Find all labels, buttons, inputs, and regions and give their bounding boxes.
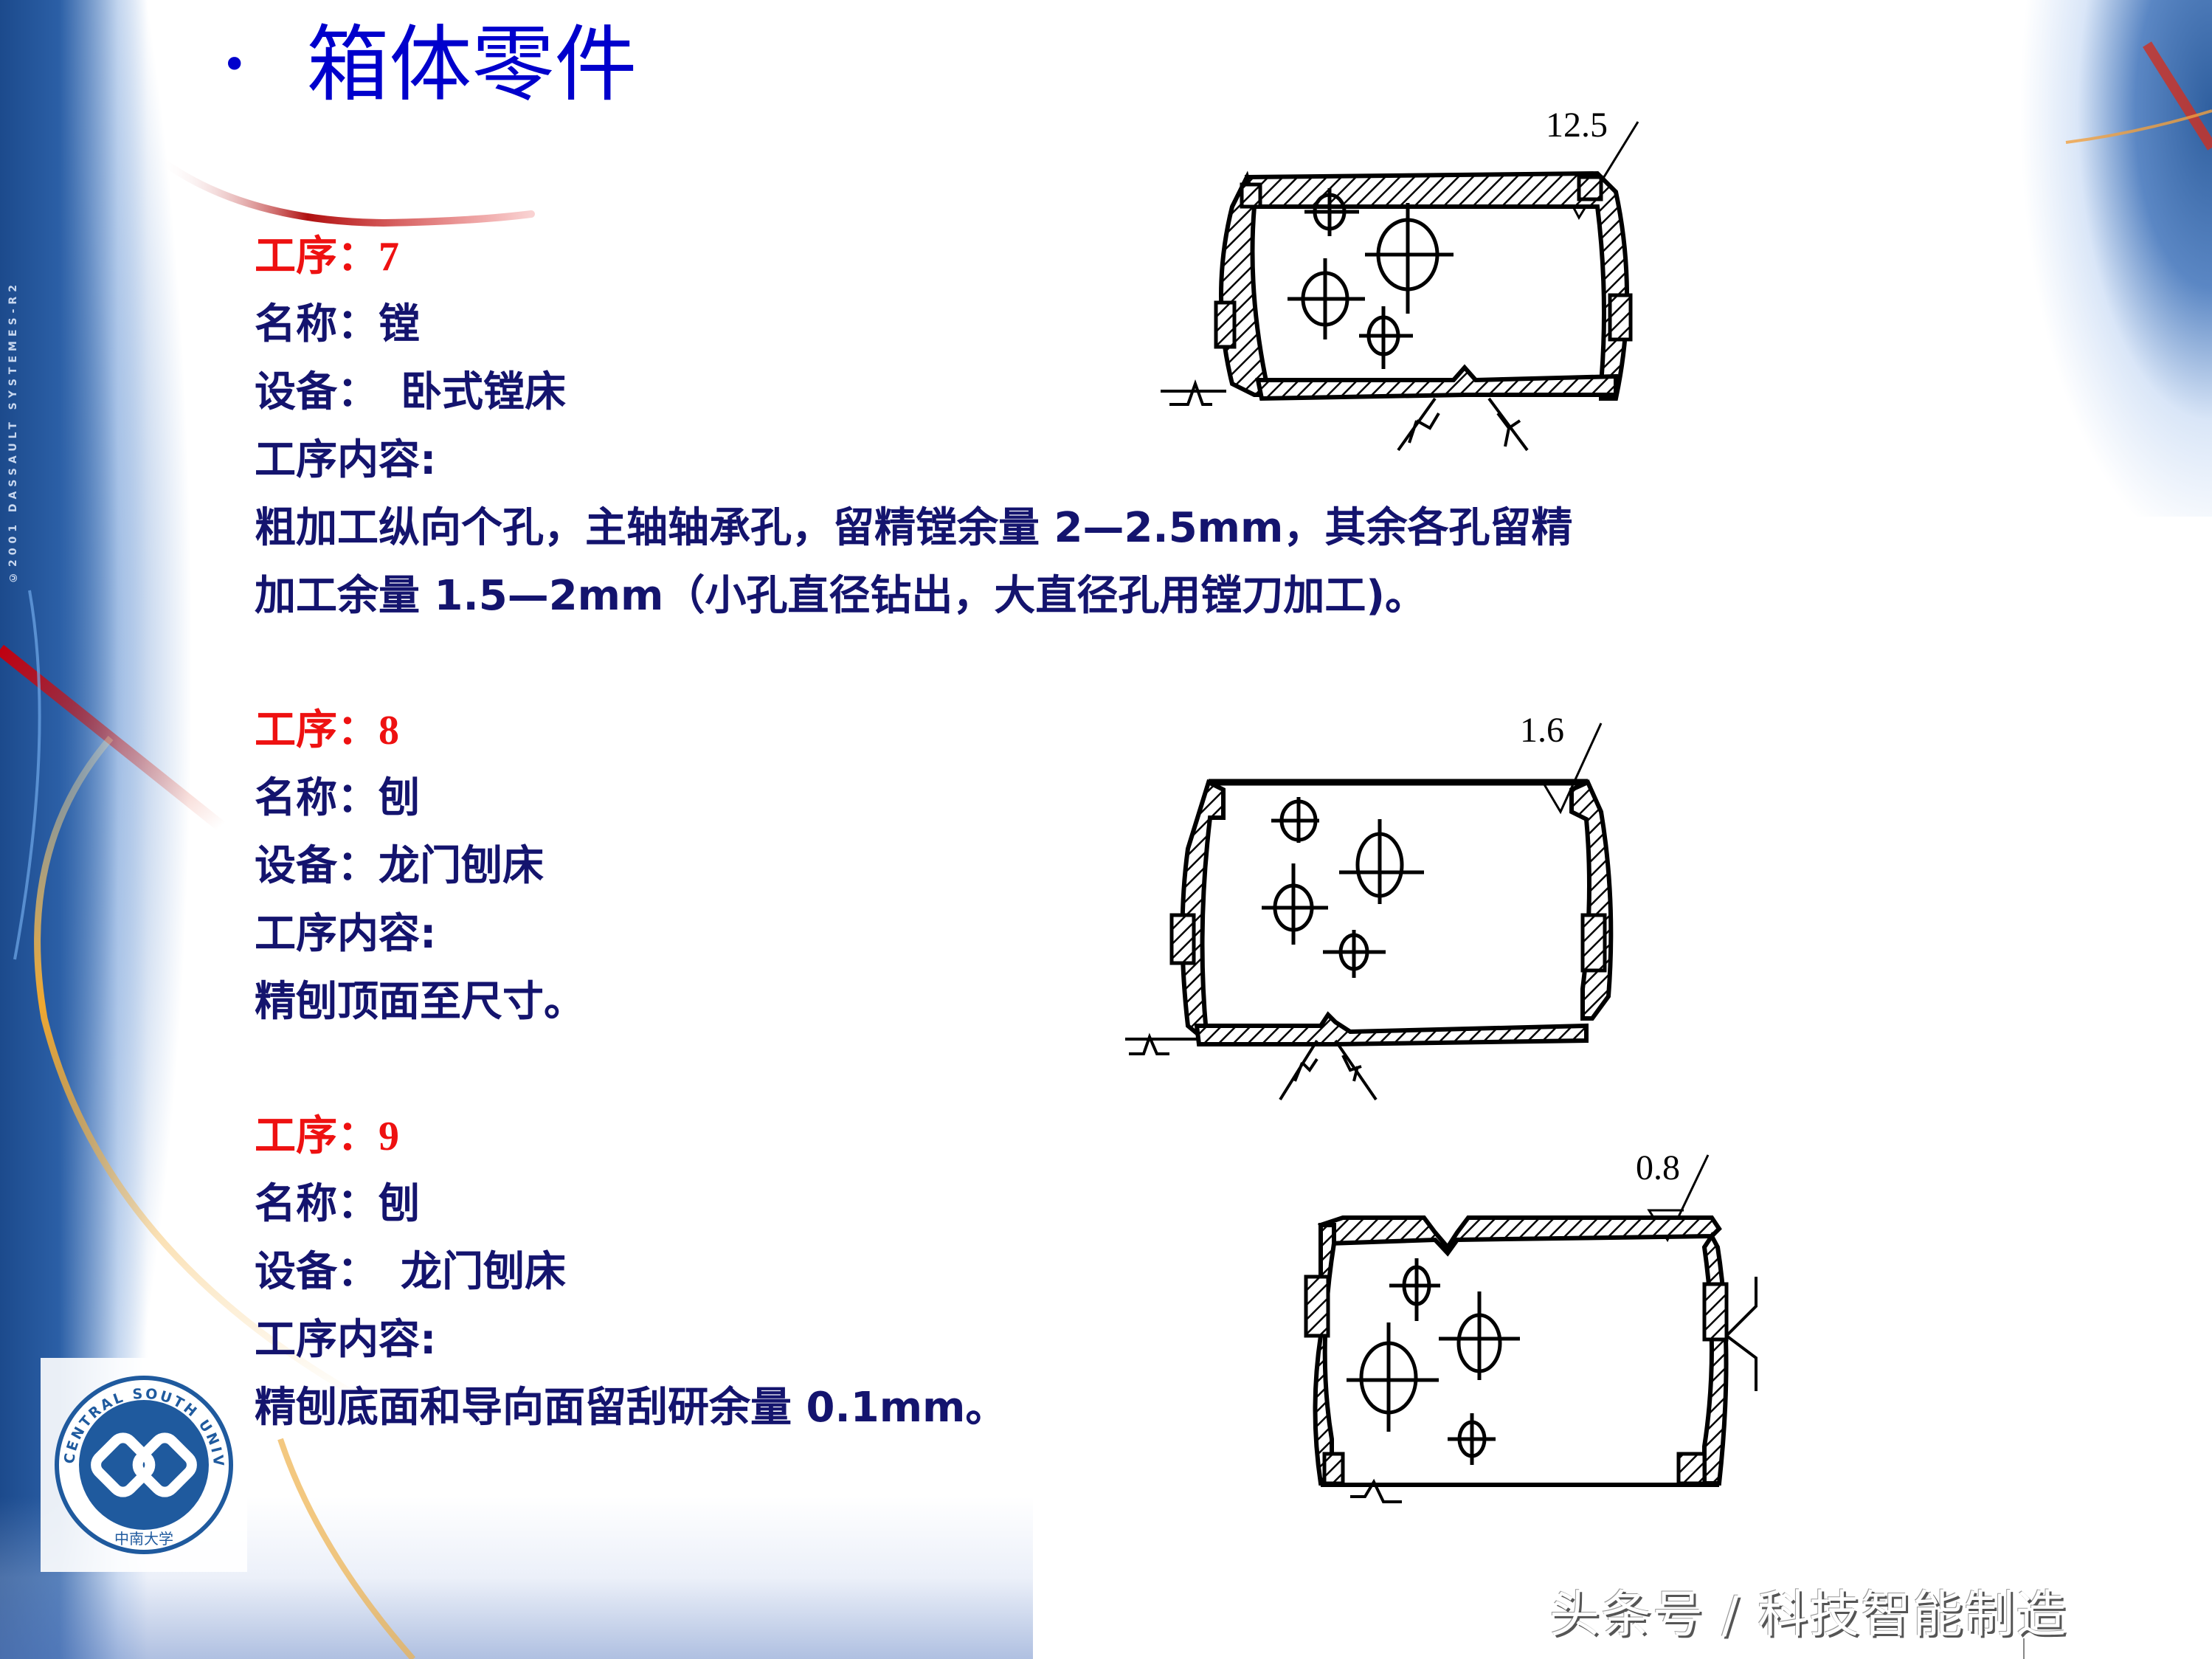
roughness-value: 0.8	[1636, 1148, 1680, 1187]
equipment-value: 龙门刨床	[379, 842, 544, 890]
content-line: 精刨顶面至尺寸。	[255, 978, 585, 1026]
step-number: 7	[379, 234, 399, 280]
step-label: 工序：	[255, 706, 379, 754]
content-line: 加工余量 1.5—2mm（小孔直径钻出，大直径孔用镗刀加工)。	[255, 572, 1426, 620]
step-heading: 工序：8	[255, 697, 585, 765]
content-line: 粗加工纵向个孔，主轴轴承孔，留精镗余量 2—2.5mm，其余各孔留精	[255, 504, 1573, 552]
process-step-7: 工序：7 名称：镗 设备： 卧式镗床 工序内容: 粗加工纵向个孔，主轴轴承孔，留精…	[255, 223, 1572, 630]
equipment-value: 龙门刨床	[401, 1248, 566, 1296]
name-label: 名称：	[255, 300, 379, 348]
section-drawing-step-7: 12.5	[1161, 106, 1639, 452]
step-number: 9	[379, 1114, 399, 1159]
university-logo: CENTRAL SOUTH UNIVERSITY 中南大学	[41, 1358, 247, 1572]
content-label: 工序内容:	[255, 436, 437, 484]
name-value: 刨	[379, 774, 420, 822]
step-heading: 工序：9	[255, 1103, 1006, 1170]
name-label: 名称：	[255, 1180, 379, 1228]
step-heading: 工序：7	[255, 223, 1572, 291]
process-step-8: 工序：8 名称：刨 设备：龙门刨床 工序内容: 精刨顶面至尺寸。	[255, 697, 585, 1036]
name-label: 名称：	[255, 774, 379, 822]
background-right-gradient	[2020, 0, 2212, 517]
step-number: 8	[379, 708, 399, 753]
step-name: 名称：刨	[255, 765, 585, 832]
equipment-value: 卧式镗床	[401, 368, 566, 416]
section-drawing-step-9: 0.8	[1304, 1148, 1757, 1503]
equipment-label: 设备：	[255, 842, 379, 890]
title-text: 箱体零件	[306, 17, 637, 113]
title-bullet: •	[221, 39, 248, 91]
step-equipment: 设备： 龙门刨床	[255, 1238, 1006, 1306]
roughness-value: 1.6	[1520, 711, 1564, 750]
watermark-text: 头条号 / 科技智能制造	[1549, 1586, 2068, 1644]
equipment-label: 设备：	[255, 368, 379, 416]
content-label: 工序内容:	[255, 1316, 437, 1364]
process-step-9: 工序：9 名称：刨 设备： 龙门刨床 工序内容: 精刨底面和导向面留刮研余量 0.…	[255, 1103, 1006, 1442]
slide-title: • 箱体零件	[221, 13, 637, 117]
name-value: 刨	[379, 1180, 420, 1228]
logo-chinese-text: 中南大学	[114, 1530, 173, 1548]
content-line: 精刨底面和导向面留刮研余量 0.1mm。	[255, 1384, 1007, 1432]
equipment-label: 设备：	[255, 1248, 379, 1296]
step-name: 名称：刨	[255, 1170, 1006, 1238]
text-cursor	[2023, 1638, 2025, 1659]
section-drawing-step-8: 1.6	[1125, 711, 1614, 1101]
step-name: 名称：镗	[255, 291, 1572, 359]
step-equipment: 设备： 卧式镗床	[255, 359, 1572, 427]
step-label: 工序：	[255, 1112, 379, 1160]
step-label: 工序：	[255, 232, 379, 280]
step-equipment: 设备：龙门刨床	[255, 832, 585, 900]
roughness-value: 12.5	[1546, 106, 1608, 145]
name-value: 镗	[379, 300, 420, 348]
content-label: 工序内容:	[255, 910, 437, 958]
